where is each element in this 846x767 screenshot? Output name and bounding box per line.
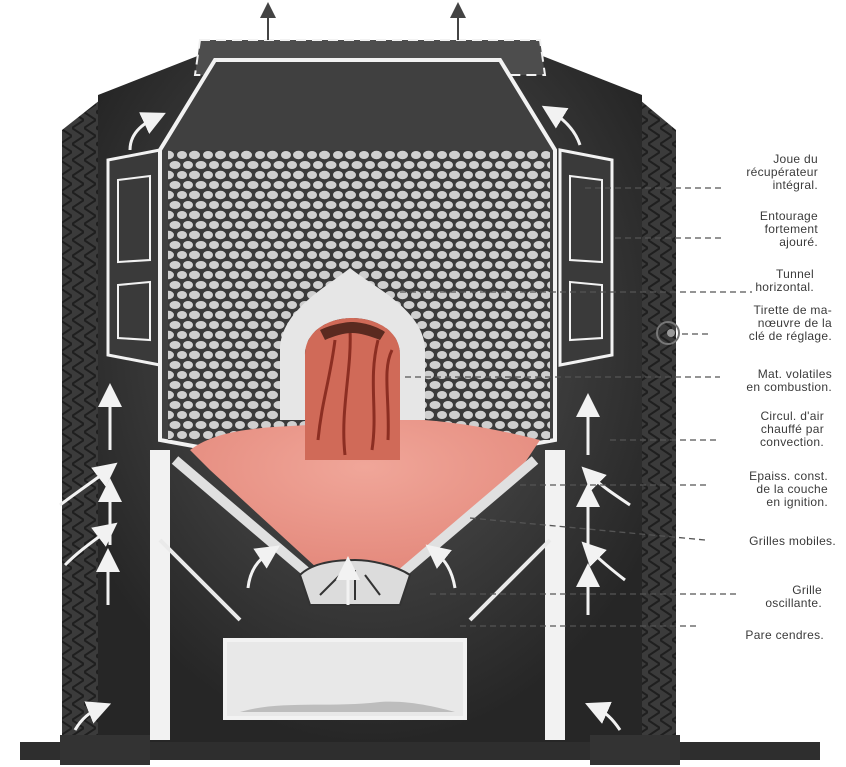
label-line: clé de réglage. xyxy=(749,330,832,343)
casing-right-ribs xyxy=(640,100,676,740)
label-line: en ignition. xyxy=(749,496,828,509)
foot-left xyxy=(60,735,150,765)
label-tunnel: Tunnel horizontal. xyxy=(755,268,814,294)
label-line: convection. xyxy=(760,436,824,449)
right-exchanger xyxy=(560,150,612,365)
label-grille-oscillante: Grille oscillante. xyxy=(765,584,822,610)
left-exchanger xyxy=(108,150,160,365)
label-entourage: Entourage fortement ajouré. xyxy=(760,210,818,249)
label-line: ajouré. xyxy=(760,236,818,249)
label-line: en combustion. xyxy=(746,381,832,394)
foot-right xyxy=(590,735,680,765)
label-line: Grilles mobiles. xyxy=(749,535,836,548)
label-line: oscillante. xyxy=(765,597,822,610)
label-epaisseur: Epaiss. const. de la couche en ignition. xyxy=(749,470,828,509)
label-circulation-air: Circul. d'air chauffé par convection. xyxy=(760,410,824,449)
label-line: intégral. xyxy=(746,179,818,192)
label-joue-recuperateur: Joue du récupérateur intégral. xyxy=(746,153,818,192)
label-pare-cendres: Pare cendres. xyxy=(745,629,824,642)
label-line: Pare cendres. xyxy=(745,629,824,642)
label-line: horizontal. xyxy=(755,281,814,294)
label-grilles-mobiles: Grilles mobiles. xyxy=(749,535,836,548)
casing-left-ribs xyxy=(62,100,100,740)
label-matieres-volatiles: Mat. volatiles en combustion. xyxy=(746,368,832,394)
label-tirette: Tirette de ma- nœuvre de la clé de régla… xyxy=(749,304,832,343)
